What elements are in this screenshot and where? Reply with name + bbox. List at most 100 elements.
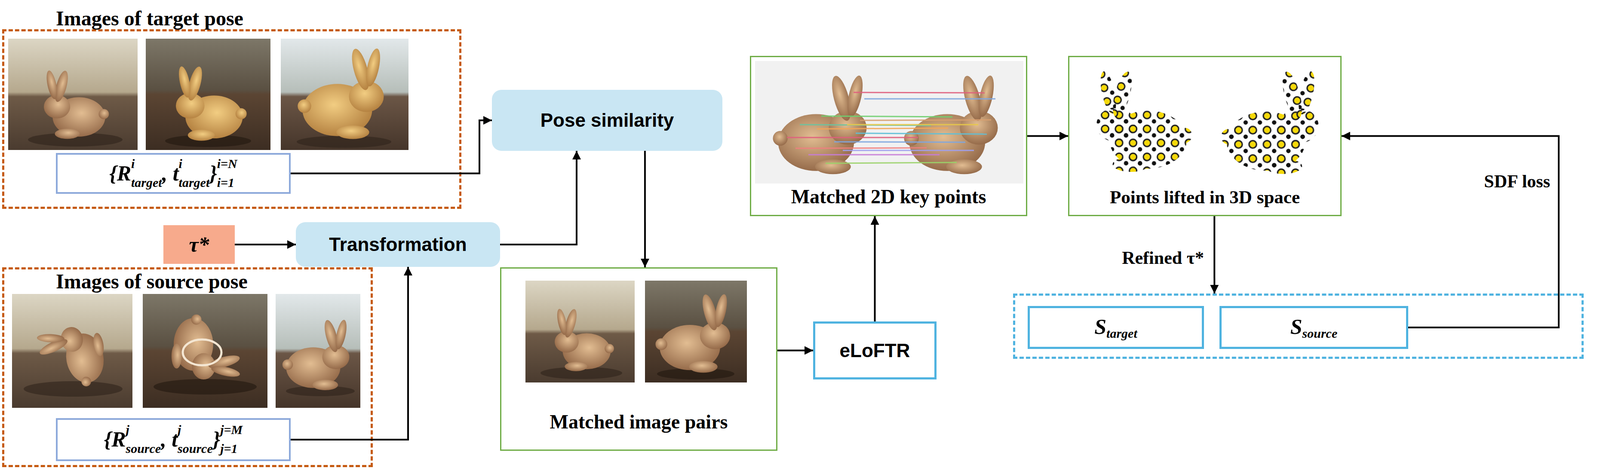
math-text: S: [1290, 316, 1303, 338]
target-photo: [145, 38, 271, 151]
arrow-connector: [234, 243, 296, 246]
image-group: Images of source pose{Rjsource, tjsource…: [2, 267, 373, 468]
photo-background: [8, 38, 138, 151]
match-line: [853, 92, 985, 93]
bunny-photo: [35, 322, 111, 394]
panel-caption: Matched image pairs: [501, 411, 777, 434]
bunny-carving: [182, 339, 222, 366]
math-text: i: [131, 157, 135, 171]
sdf-box: Starget: [1027, 306, 1204, 350]
point-cloud-image: [1096, 69, 1319, 174]
target-photo: [8, 38, 138, 151]
match-line: [842, 150, 974, 152]
match-line: [825, 162, 957, 164]
match-line: [795, 147, 927, 149]
math-text: {R: [109, 162, 132, 185]
pose-set-box: {Rjsource, tjsource}j=Mj=1: [55, 418, 291, 462]
photo-background: [275, 294, 361, 409]
source-photo: [12, 294, 133, 409]
photo-shadow: [23, 381, 123, 397]
arrow-connector: [500, 150, 577, 245]
matched-photo: [644, 280, 747, 383]
panel-caption: Matched 2D key points: [751, 186, 1026, 209]
match-line: [847, 124, 979, 126]
sdf-box: Ssource: [1219, 306, 1409, 350]
image-group: Images of target pose{Ritarget, titarget…: [2, 29, 462, 209]
bunny-photo: [171, 314, 242, 380]
math-text: j: [125, 423, 129, 437]
bunny-photo: [282, 319, 350, 391]
process-label: eLoFTR: [839, 340, 911, 362]
photo-background: [145, 38, 271, 151]
arrow-connector: [1341, 136, 1559, 329]
result-panel: Matched 2D key points: [749, 55, 1028, 217]
math-text: }: [209, 162, 217, 185]
source-photo: [275, 294, 361, 409]
group-title: Images of target pose: [55, 7, 244, 31]
photo-background: [12, 294, 133, 409]
bunny-photo: [297, 47, 384, 140]
image-background: [755, 61, 1024, 184]
arrow-connector: [290, 120, 492, 174]
math-text: source: [125, 442, 161, 456]
arrow-connector: [777, 349, 814, 352]
arrow-connector: [644, 150, 646, 268]
match-line: [864, 98, 996, 100]
point-cloud: [1096, 69, 1193, 172]
arrow-connector: [290, 267, 409, 440]
match-line: [816, 128, 949, 129]
math-text: , t: [160, 428, 178, 451]
math-text: j: [177, 423, 182, 437]
arrow-connector: [874, 216, 876, 322]
math-text: source: [1302, 327, 1338, 341]
math-text: target: [178, 176, 210, 190]
math-text: target: [131, 176, 163, 190]
parameter-symbol: τ*: [188, 232, 209, 258]
matched-photo: [525, 280, 635, 383]
math-text: S: [1094, 316, 1107, 338]
math-text: target: [1106, 327, 1138, 341]
photo-background: [525, 280, 635, 383]
photo-background: [280, 38, 409, 151]
edge-label: SDF loss: [1483, 171, 1551, 192]
bunny-photo: [554, 307, 615, 372]
math-text: {R: [104, 428, 126, 451]
math-text: i: [178, 157, 183, 171]
point-cloud: [1221, 69, 1319, 174]
match-line: [808, 154, 940, 156]
target-photo: [280, 38, 409, 151]
process-box: Pose similarity: [491, 89, 723, 151]
bunny-photo: [655, 293, 731, 373]
process-label: Transformation: [328, 233, 467, 256]
math-text: }: [212, 428, 221, 451]
sdf-group: StargetSsource: [1013, 293, 1584, 360]
math-text: source: [177, 442, 213, 456]
math-text: i=1: [217, 176, 235, 190]
panel-caption: Points lifted in 3D space: [1069, 187, 1341, 208]
arrow-connector: [1027, 135, 1069, 138]
result-panel: Points lifted in 3D space: [1068, 55, 1342, 217]
match-line: [855, 133, 987, 135]
photo-background: [644, 280, 747, 383]
edge-label: Refined τ*: [1121, 247, 1204, 269]
connector-group: [234, 120, 1559, 440]
match-line: [834, 141, 966, 143]
math-text: , t: [162, 162, 179, 185]
arrow-connector: [1213, 216, 1216, 294]
result-panel: Matched image pairs: [500, 267, 778, 452]
match-line: [786, 137, 919, 139]
source-photo: [142, 294, 268, 409]
pose-set-box: {Ritarget, titarget}i=Ni=1: [55, 153, 291, 194]
photo-shadow: [153, 379, 257, 395]
group-title: Images of source pose: [55, 270, 248, 294]
math-text: i=N: [217, 157, 238, 171]
keypoint-match-image: [755, 61, 1024, 184]
match-lines: [786, 92, 996, 164]
match-line: [821, 116, 953, 117]
parameter-box: τ*: [163, 225, 235, 265]
math-text: j=1: [220, 442, 238, 456]
